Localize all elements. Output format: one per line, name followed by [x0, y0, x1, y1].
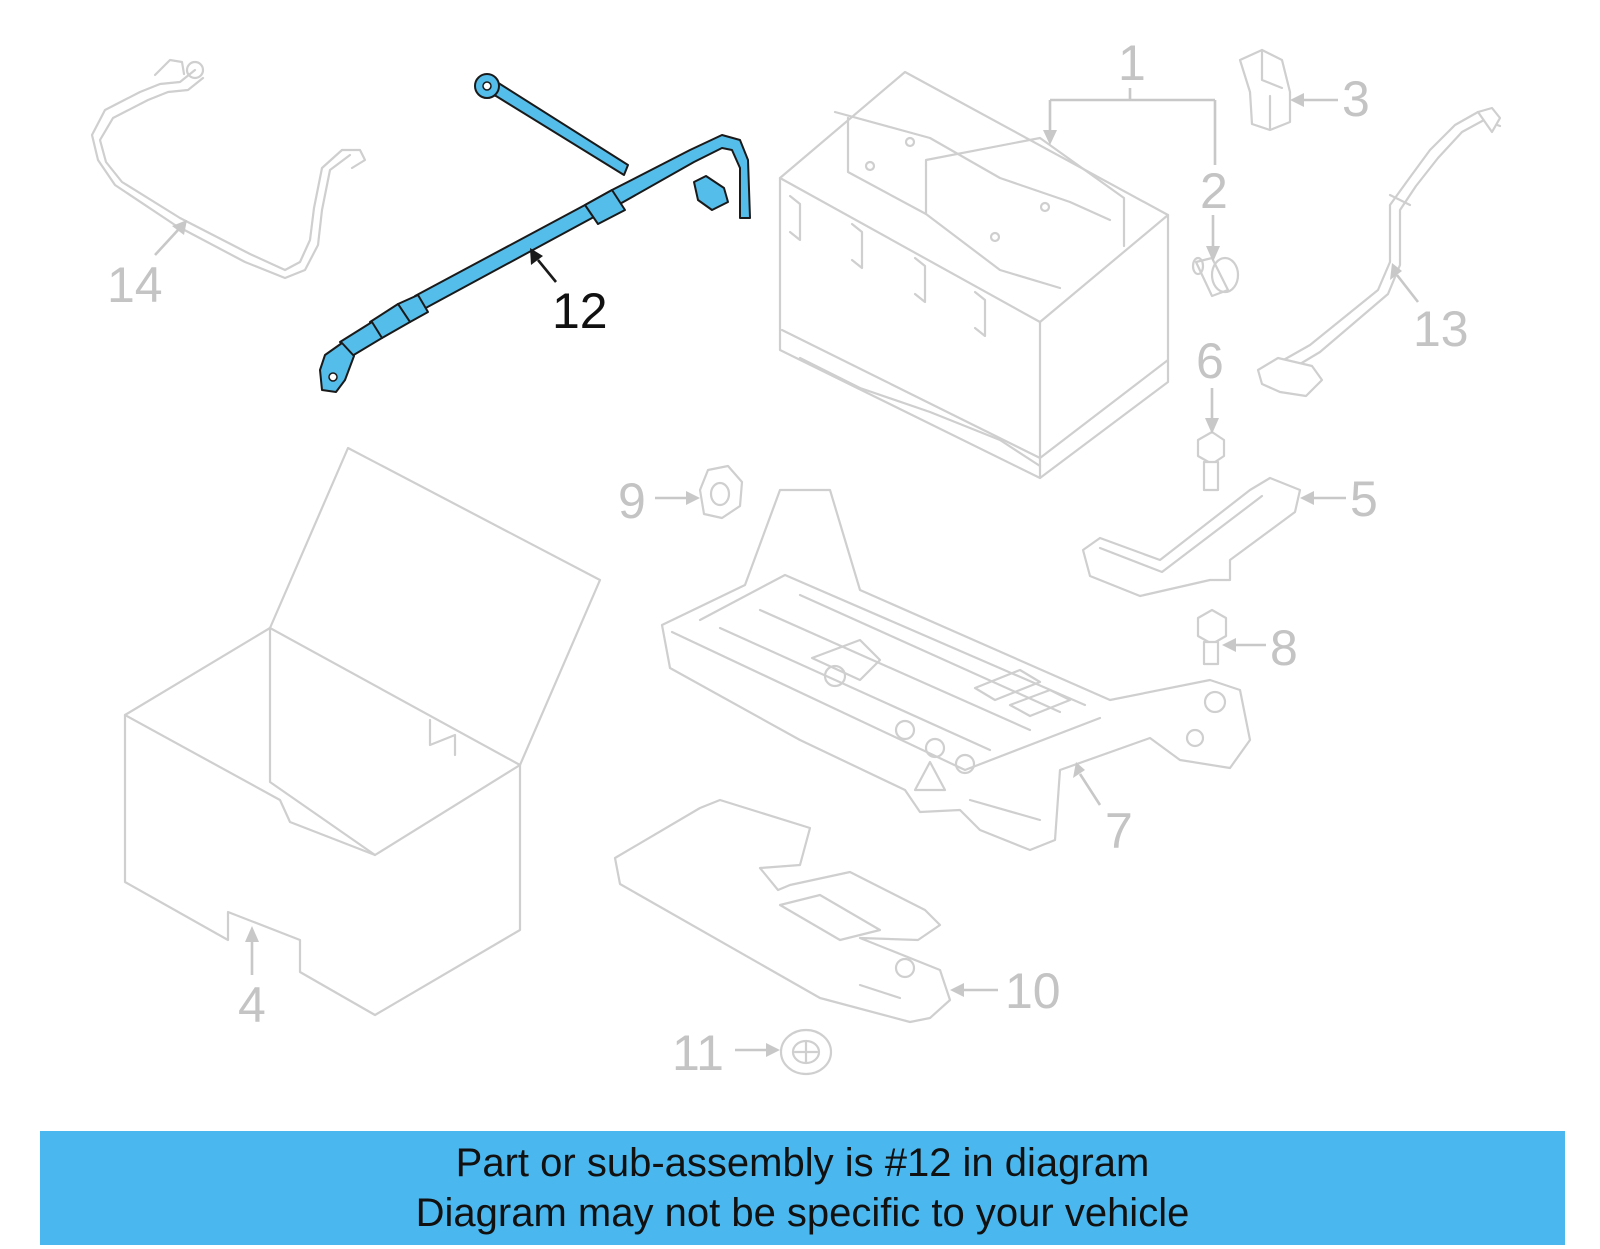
callout-1: 1 — [1043, 35, 1217, 165]
part-9-nut[interactable] — [698, 464, 744, 520]
callout-9: 9 — [618, 473, 700, 529]
part-13-battery-cable[interactable] — [1256, 106, 1502, 398]
svg-text:8: 8 — [1270, 620, 1298, 676]
part-7-battery-tray[interactable] — [660, 488, 1252, 852]
callout-11: 11 — [672, 1025, 780, 1081]
svg-text:7: 7 — [1105, 803, 1133, 859]
callout-8: 8 — [1222, 620, 1298, 676]
part-11-grommet[interactable] — [779, 1028, 833, 1076]
svg-text:9: 9 — [618, 473, 646, 529]
notice-banner: Part or sub-assembly is #12 in diagram D… — [40, 1131, 1565, 1245]
callout-10: 10 — [950, 963, 1061, 1019]
svg-text:10: 10 — [1005, 963, 1061, 1019]
callout-4: 4 — [238, 926, 266, 1033]
callout-5: 5 — [1300, 471, 1378, 527]
part-6-bolt[interactable] — [1196, 430, 1226, 492]
svg-text:5: 5 — [1350, 471, 1378, 527]
svg-text:1: 1 — [1118, 35, 1146, 91]
svg-text:4: 4 — [238, 977, 266, 1033]
banner-line-disclaimer: Diagram may not be specific to your vehi… — [415, 1191, 1190, 1235]
svg-text:2: 2 — [1200, 163, 1228, 219]
part-10-cover-plate[interactable] — [613, 798, 952, 1024]
part-2-clip[interactable] — [1191, 256, 1240, 298]
part-8-bolt[interactable] — [1196, 608, 1228, 666]
callout-6: 6 — [1196, 333, 1224, 434]
svg-text:11: 11 — [672, 1025, 724, 1081]
part-4-battery-cover[interactable] — [123, 446, 602, 1017]
callout-12: 12 — [530, 248, 608, 339]
svg-text:13: 13 — [1413, 301, 1469, 357]
part-1-battery[interactable] — [778, 70, 1170, 480]
part-3-connector[interactable] — [1238, 48, 1292, 132]
svg-text:12: 12 — [552, 283, 608, 339]
callout-2: 2 — [1200, 163, 1228, 262]
part-14-battery-cable[interactable] — [90, 58, 367, 280]
callout-13: 13 — [1390, 263, 1469, 357]
svg-text:3: 3 — [1342, 71, 1370, 127]
callout-14: 14 — [107, 220, 187, 313]
banner-line-part: Part or sub-assembly is #12 in diagram — [455, 1141, 1150, 1185]
callout-3: 3 — [1290, 71, 1370, 127]
part-5-bracket[interactable] — [1081, 476, 1302, 598]
svg-text:14: 14 — [107, 257, 163, 313]
callout-7: 7 — [1073, 762, 1133, 859]
parts-diagram: 1 2 3 4 5 6 7 8 9 10 — [90, 35, 1502, 1081]
part-12-ground-cable[interactable] — [319, 73, 751, 393]
svg-text:6: 6 — [1196, 333, 1224, 389]
